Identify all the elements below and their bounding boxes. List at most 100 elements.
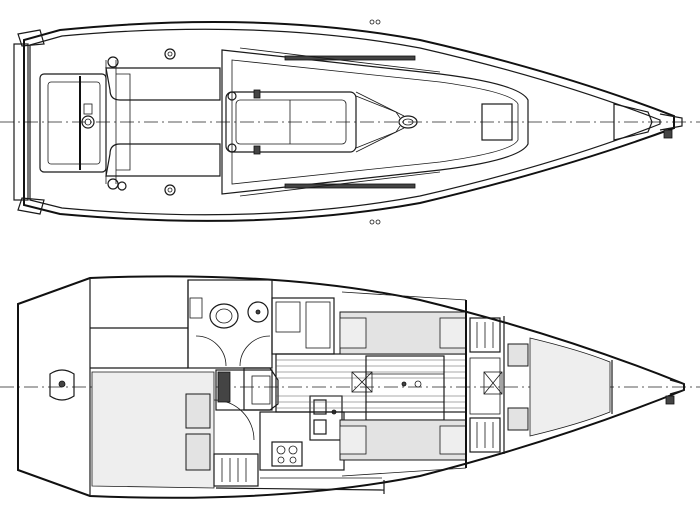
binnacle — [83, 103, 93, 115]
louvre-frame — [213, 453, 259, 487]
winch-core-stbd — [167, 187, 173, 193]
floor-boundary — [275, 353, 467, 413]
stern-pulpit-port — [17, 29, 45, 47]
interior-bowsprit — [669, 379, 685, 395]
head-door-swing-2 — [239, 335, 271, 367]
nav-seat — [275, 301, 301, 333]
settee-port-cushion-fwd — [439, 317, 467, 349]
bow-roller — [663, 129, 673, 139]
v-berth — [529, 337, 611, 437]
halyard-lead-port — [355, 95, 401, 119]
head-door-swing — [195, 335, 227, 367]
cockpit-footwell — [116, 73, 131, 171]
head-compartment — [187, 279, 273, 369]
galley-sink-2-icon — [313, 419, 327, 435]
galley-sink-1-icon — [313, 399, 327, 415]
rudder-stock-icon — [58, 380, 66, 388]
stove-icon — [271, 441, 303, 467]
louvre-frame — [469, 317, 501, 353]
step — [251, 375, 271, 405]
chainplate-stbd2 — [375, 219, 381, 225]
winch-aft-port-icon — [107, 56, 119, 68]
aft-berth-stbd — [91, 371, 215, 489]
hatch-cross-fwd — [483, 371, 503, 395]
hull-shelf-port — [341, 291, 467, 301]
saloon-table — [365, 355, 445, 421]
nav-station — [271, 297, 335, 355]
deck-plan — [0, 19, 700, 225]
burner-4 — [289, 456, 297, 464]
mast-base-icon — [398, 115, 418, 129]
clutch-stbd — [253, 145, 261, 155]
nav-table — [305, 301, 331, 349]
settee-stbd-cushion-fwd — [439, 425, 467, 455]
mast-section — [402, 118, 414, 126]
chainplate-port — [369, 19, 375, 25]
halyard-lead-stbd — [355, 125, 401, 149]
stern-pulpit-stbd — [17, 197, 45, 215]
winch-primary-stbd-icon — [164, 184, 176, 196]
companionway-hatch — [225, 91, 357, 153]
helm-platform — [39, 73, 107, 173]
head-shelf — [189, 297, 203, 319]
sink-icon — [247, 301, 269, 323]
louvre-locker-fwd-stbd — [469, 417, 501, 453]
clutch-port — [253, 89, 261, 99]
genoa-track-port — [284, 55, 416, 61]
deck-hull-outline — [23, 21, 675, 222]
louvre-locker-fwd-port — [469, 317, 501, 353]
sink-drain — [255, 309, 261, 315]
bowsprit — [659, 113, 683, 131]
winch-aft-stbd2-icon — [117, 181, 127, 191]
mast-step-icon — [401, 381, 407, 387]
cockpit-bench-stbd — [105, 143, 221, 177]
louvre-frame — [469, 417, 501, 453]
genoa-track-stbd — [284, 183, 416, 189]
interior-layout — [0, 275, 700, 499]
cabin-winch-port-icon — [227, 91, 237, 101]
winch-core-port — [167, 51, 173, 57]
hull-shelf-stbd — [341, 467, 467, 477]
cabin-winch-stbd-icon — [227, 143, 237, 153]
deck-toerail — [29, 28, 661, 216]
table-pillar — [414, 380, 422, 388]
aft-cabin-seat — [185, 433, 211, 471]
sliding-hatch — [235, 99, 347, 145]
halyard-lead-port2 — [355, 91, 405, 117]
wheel-hub-inner — [84, 118, 92, 126]
interior-bow-roller — [665, 395, 675, 405]
engine-panel — [217, 371, 231, 403]
burner-1 — [276, 445, 286, 455]
hatch-cross-saloon — [351, 371, 373, 393]
forward-hatch-interior — [483, 371, 503, 395]
halyard-lead-stbd2 — [355, 127, 405, 153]
saloon-hatch — [351, 371, 373, 393]
anchor-locker — [613, 103, 653, 141]
jackline-stbd — [239, 171, 441, 197]
aft-sole-line — [215, 487, 385, 491]
burner-2 — [288, 445, 298, 455]
chainplate-stbd — [369, 219, 375, 225]
wheel-hub-icon — [81, 115, 95, 129]
settee-stbd-cushion-aft — [339, 425, 367, 455]
burner-3 — [277, 456, 285, 464]
toilet-bowl — [215, 308, 233, 324]
winch-aft-stbd-icon — [107, 178, 119, 190]
coachroof-inner — [231, 59, 519, 185]
aft-cabin-locker — [185, 393, 211, 429]
settee-port-cushion-aft — [339, 317, 367, 349]
chainplate-port2 — [375, 19, 381, 25]
aft-cabin-door-swing — [213, 399, 255, 441]
jackline-port — [239, 47, 441, 73]
cockpit-bench-port — [105, 67, 221, 101]
rudder-quadrant — [49, 369, 75, 401]
louvre-locker-aft — [213, 453, 259, 487]
saloon-floor — [275, 353, 467, 413]
toilet-icon — [209, 303, 239, 329]
forward-hatch — [481, 103, 513, 141]
helm-seat — [47, 81, 101, 165]
fwd-cabin-seat-stbd — [507, 407, 529, 431]
forward-cabin-door — [469, 357, 501, 415]
